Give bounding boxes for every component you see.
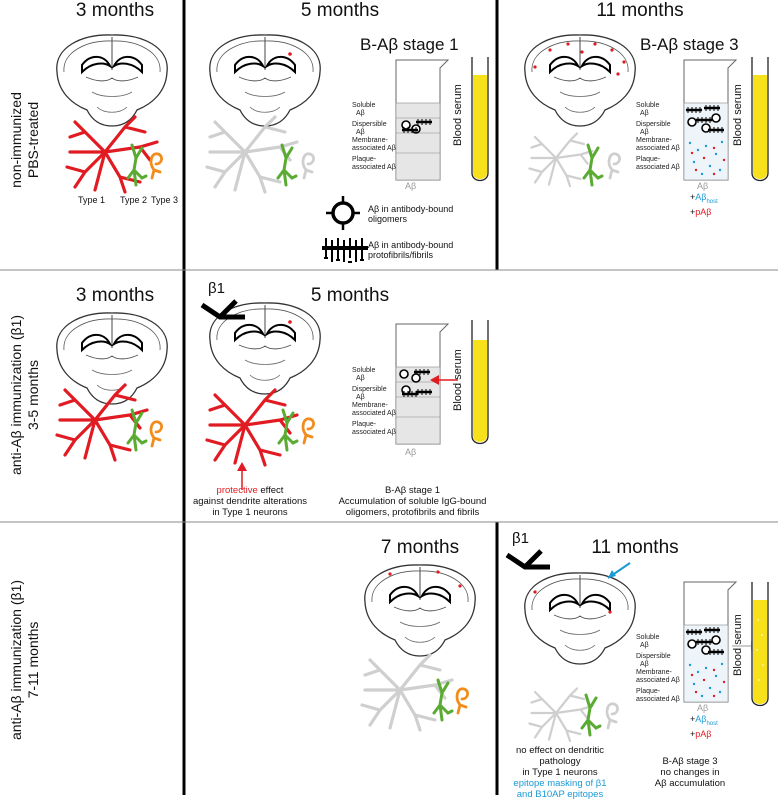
header-r2-3-months: 3 months (75, 285, 155, 306)
neuron-type3-orange-r2c1 (149, 420, 164, 448)
caption-r3-stage: B-Aβ stage 3 no changes in Aβ accumulati… (654, 756, 726, 789)
antibody-icon-r2 (200, 299, 245, 320)
brain-section-r3c3 (523, 571, 637, 665)
row-label-2: anti-Aβ immunization (β1)3-5 months (8, 314, 42, 476)
cyl-bottom-r1c3: Aβ (697, 181, 709, 191)
serum-tube-r3c3 (751, 582, 769, 707)
cyl-bottom-r1c2: Aβ (405, 181, 417, 191)
brain-section-r1c2 (208, 33, 322, 127)
stage1-title-r1: B-Aβ stage 1 (360, 35, 459, 54)
antibody-label-r3: β1 (512, 530, 529, 547)
header-11-months: 11 months (596, 0, 684, 21)
antibody-label-r2: β1 (208, 280, 225, 297)
red-up-arrow (237, 462, 247, 490)
serum-tube-r1c3 (751, 57, 769, 182)
neuron-type3-grey-r1c3 (607, 152, 622, 180)
brain-section-r2c2 (208, 301, 322, 395)
header-r3-11-months: 11 months (591, 537, 679, 558)
caption-r2-stage: B-Aβ stage 1 Accumulation of soluble IgG… (338, 485, 487, 518)
cylinder-r1c2 (395, 59, 450, 181)
stage3-markers-r3: +Aβhost +pAβ (690, 714, 718, 739)
serum-label-r3c3: Blood serum (732, 614, 744, 676)
legend-fibril-icon (322, 238, 368, 263)
cyl-bottom-r3c3: Aβ (697, 703, 709, 713)
caption-r3-noeffect: no effect on dendritic pathology in Type… (513, 745, 607, 800)
caption-r2-protective: protective effect against dendrite alter… (192, 485, 308, 518)
serum-tube-r2c2 (471, 320, 489, 445)
neuron-type3-orange-r3c2 (455, 687, 470, 715)
type1-label: Type 1 (78, 195, 106, 205)
cylinder-r1c3 (683, 59, 738, 181)
neuron-type3-grey-r1c2 (301, 152, 316, 180)
header-5-months: 5 months (300, 0, 380, 21)
stage3-markers-r1: +Aβhost +pAβ (690, 192, 718, 217)
header-3-months: 3 months (75, 0, 155, 21)
neuron-type3-orange-r1 (149, 152, 164, 180)
serum-tube-r1c2 (471, 57, 489, 182)
brain-section-r3c2 (363, 563, 477, 657)
type2-label: Type 2 (120, 195, 148, 205)
legend-oligomer-icon (326, 196, 360, 230)
neuron-type3-orange-r2c2 (301, 417, 316, 445)
serum-label-r1c2: Blood serum (452, 84, 464, 146)
header-r3-7-months: 7 months (380, 537, 460, 558)
type3-label: Type 3 (151, 195, 179, 205)
brain-section-r1c3 (523, 33, 637, 127)
cylinder-r2c2 (395, 323, 450, 445)
serum-label-r1c3: Blood serum (732, 84, 744, 146)
cyl-bottom-r2c2: Aβ (405, 447, 417, 457)
blue-arrow (607, 562, 631, 579)
neuron-type3-grey-r3c3 (605, 702, 620, 730)
serum-label-r2c2: Blood serum (452, 349, 464, 411)
cylinder-r3c3 (683, 581, 738, 703)
antibody-icon-r3 (505, 549, 550, 570)
row-label-3: anti-Aβ immunization (β1)7-11 months (8, 579, 42, 741)
stage3-title-r1: B-Aβ stage 3 (640, 35, 739, 54)
header-r2-5-months: 5 months (310, 285, 390, 306)
red-left-arrow (430, 375, 458, 385)
